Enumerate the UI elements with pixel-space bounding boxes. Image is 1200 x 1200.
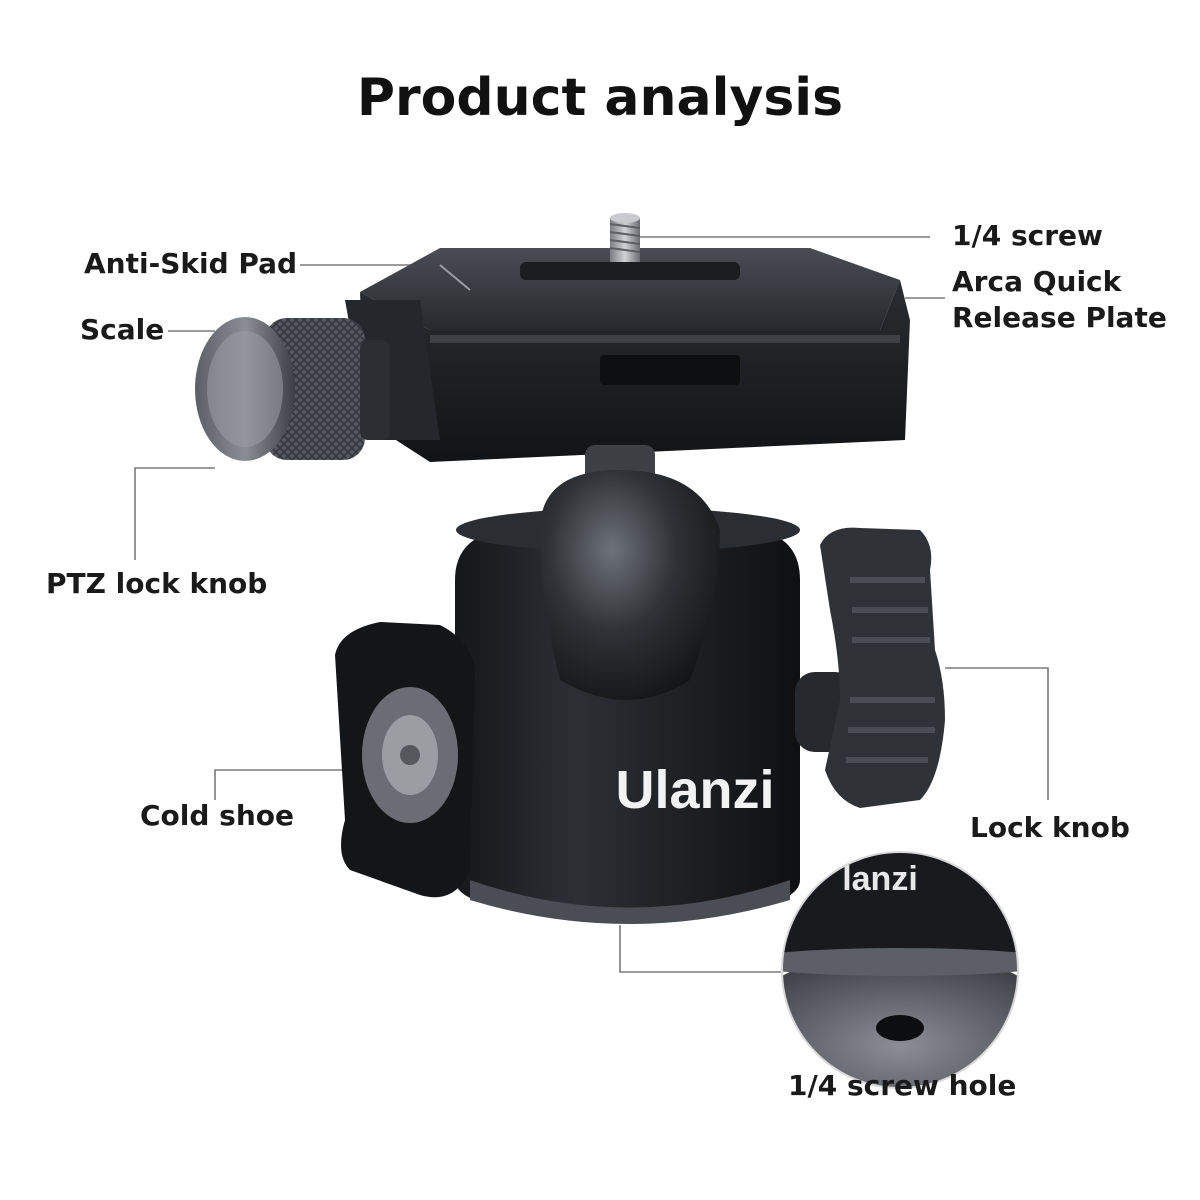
ball-head-body bbox=[455, 470, 800, 924]
label-anti-skid-pad: Anti-Skid Pad bbox=[84, 247, 298, 280]
page-title: Product analysis bbox=[356, 68, 844, 128]
label-quarter-screw-hole: 1/4 screw hole bbox=[788, 1069, 1017, 1102]
label-arca-line-2: Release Plate bbox=[952, 301, 1167, 334]
screw-hole-inset: lanzi bbox=[781, 851, 1019, 1089]
label-arca-quick-release-plate: Arca Quick Release Plate bbox=[952, 264, 1167, 336]
label-lock-knob: Lock knob bbox=[970, 811, 1130, 844]
leader-lines bbox=[134, 236, 1049, 973]
label-ptz-lock-knob: PTZ lock knob bbox=[46, 567, 268, 600]
lock-knob bbox=[795, 527, 945, 808]
inset-brand-fragment: lanzi bbox=[842, 860, 918, 898]
cold-shoe bbox=[335, 622, 475, 898]
label-cold-shoe: Cold shoe bbox=[140, 799, 294, 832]
brand-logo: Ulanzi bbox=[615, 760, 774, 820]
ptz-lock-knob bbox=[195, 317, 390, 461]
label-scale: Scale bbox=[80, 313, 165, 346]
label-quarter-screw: 1/4 screw bbox=[952, 219, 1103, 252]
anti-skid-pad bbox=[439, 264, 471, 291]
label-arca-line-1: Arca Quick bbox=[952, 265, 1122, 298]
quarter-inch-screw bbox=[609, 213, 641, 262]
screw-hole bbox=[876, 1015, 924, 1041]
arca-quick-release-plate bbox=[345, 248, 910, 462]
